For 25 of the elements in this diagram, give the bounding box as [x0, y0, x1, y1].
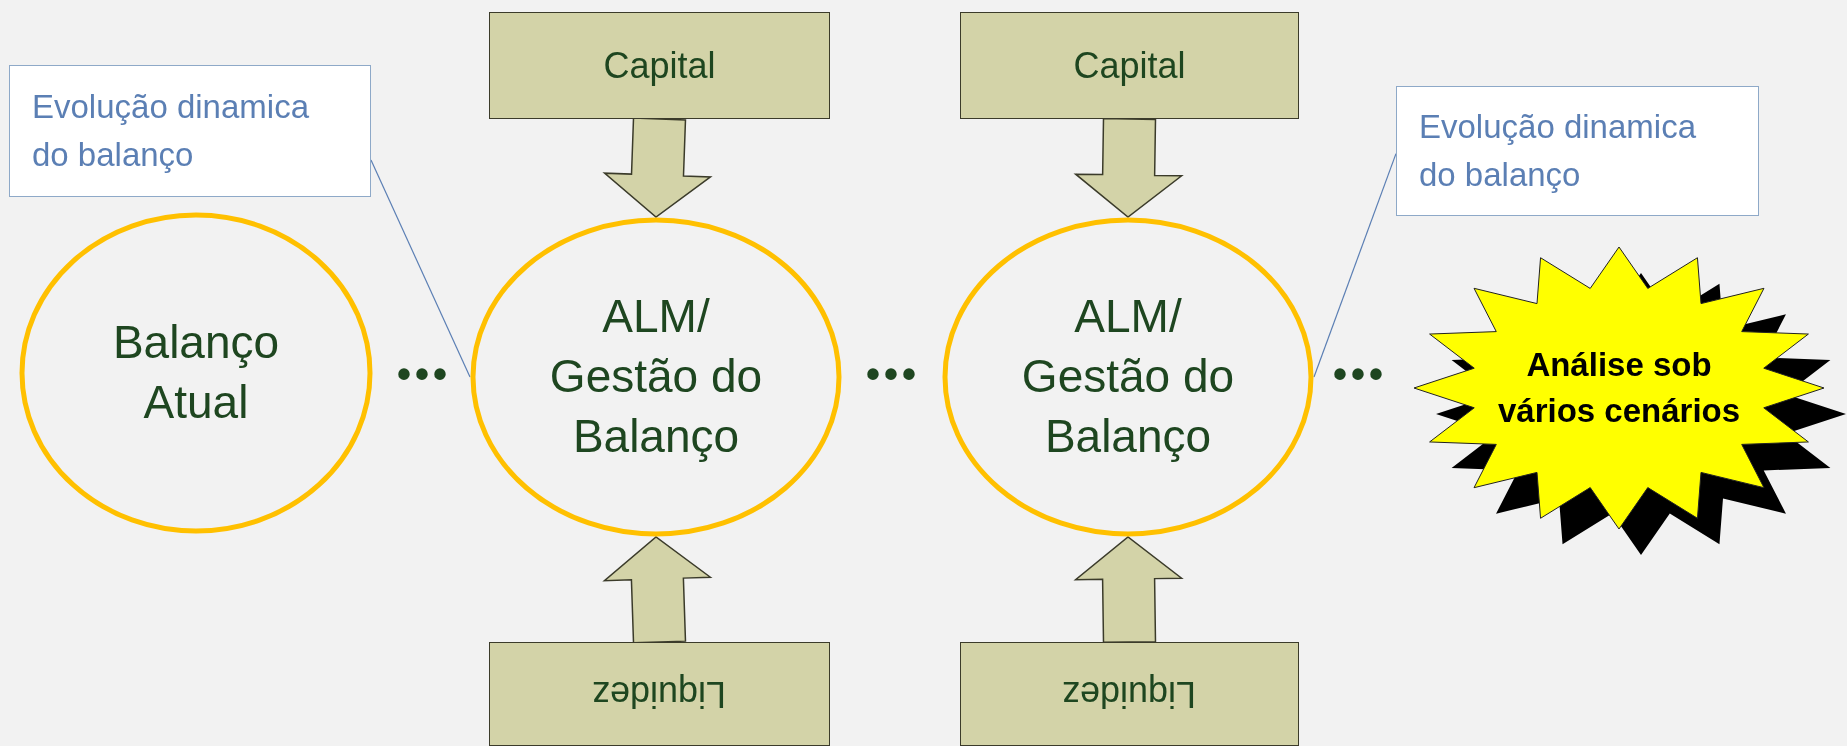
callout-box: [9, 65, 371, 197]
node-label: Capital: [603, 44, 716, 87]
node-label: Análise sob vários cenários: [1496, 344, 1742, 431]
input-box: [960, 12, 1299, 119]
node-label: Capital: [1073, 44, 1186, 87]
input-box: [489, 12, 830, 119]
ellipsis-dots: •••: [866, 352, 920, 397]
block-arrow: [602, 536, 713, 644]
block-arrow: [1073, 536, 1184, 644]
node-label: Liquidez: [1062, 673, 1197, 715]
input-box: [960, 642, 1299, 746]
block-arrow: [602, 117, 713, 218]
callout-text: Evolução dinamica do balanço: [32, 87, 310, 175]
node-label: ALM/ Gestão do Balanço: [548, 289, 764, 464]
callout-box: [1396, 86, 1759, 216]
node-label: Balanço Atual: [111, 315, 281, 430]
node-label: ALM/ Gestão do Balanço: [1020, 289, 1236, 464]
leader-line: [1313, 153, 1397, 378]
node-label: Liquidez: [592, 673, 727, 715]
input-box: [489, 642, 830, 746]
ellipsis-dots: •••: [397, 352, 451, 397]
block-arrow: [1073, 117, 1184, 218]
callout-text: Evolução dinamica do balanço: [1419, 107, 1697, 195]
ellipsis-dots: •••: [1333, 352, 1387, 397]
leader-line: [370, 159, 471, 378]
